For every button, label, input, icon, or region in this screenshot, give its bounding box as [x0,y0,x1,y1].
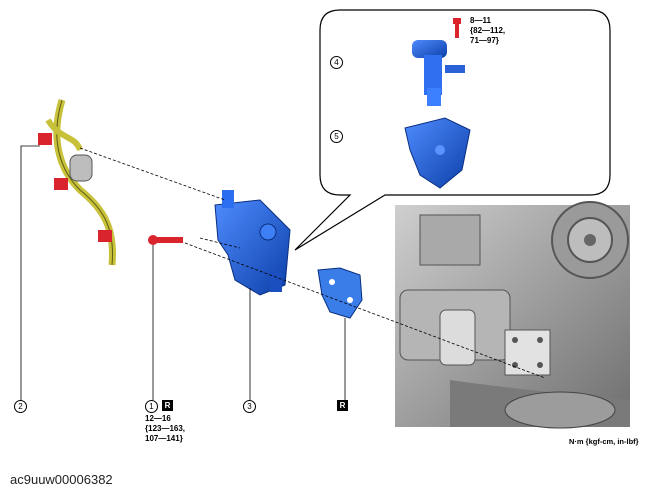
inset-bolt-torque-spec: 8—11 {82—112, 71—97} [470,16,506,45]
bolt-1-torque-spec: 12—16 {123—163, 107—141} [145,414,186,443]
bolt-1-icon [148,235,183,245]
inset-bracket-5-icon [404,117,471,189]
r-badge-1: R [162,400,173,411]
r-badge-2: R [337,400,348,411]
pipe-assembly [38,98,117,266]
image-id-label: ac9uuw00006382 [10,472,113,487]
component-3-icon [214,190,291,296]
callout-2: 2 [14,400,27,413]
callout-3: 3 [243,400,256,413]
callout-4: 4 [330,56,343,69]
callout-1: 1 [145,400,158,413]
callout-5: 5 [330,130,343,143]
inset-bolt-icon [453,18,461,38]
units-note: N·m {kgf-cm, in-lbf} [569,437,639,446]
gasket-icon [317,267,363,319]
engine-illustration [395,201,630,429]
inset-solenoid-4-icon [412,40,465,106]
